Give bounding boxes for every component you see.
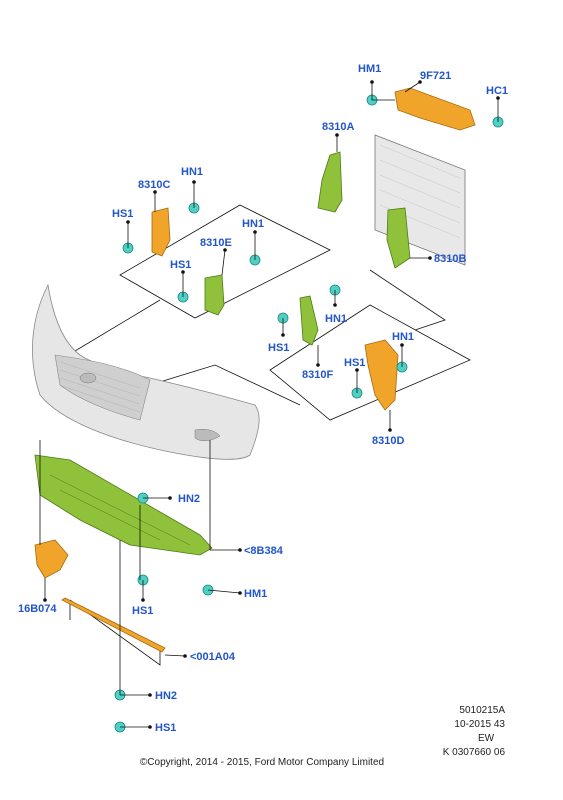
- meta-line2: 10-2015 43: [454, 719, 505, 730]
- label-001a04: <001A04: [190, 651, 236, 663]
- front-bumper-cover: [32, 283, 260, 460]
- part-16b074-shape: [34, 539, 69, 579]
- leader-lines: [39, 81, 499, 728]
- label-hn1-d: HN1: [392, 331, 414, 343]
- meta-line4: K 0307660 06: [443, 747, 506, 758]
- label-8b384: <8B384: [244, 545, 284, 557]
- part-8310a-shape: [317, 151, 343, 213]
- label-hs1-e: HS1: [170, 259, 191, 271]
- label-8310c: 8310C: [138, 179, 170, 191]
- lower-deflector-8b384: [34, 454, 213, 556]
- leader-dots: [43, 80, 500, 729]
- label-hn2-top: HN2: [178, 493, 200, 505]
- label-8310a: 8310A: [322, 121, 354, 133]
- label-hn1-f: HN1: [325, 313, 347, 325]
- label-8310f: 8310F: [302, 369, 333, 381]
- label-hs1-d: HS1: [344, 357, 365, 369]
- label-16b074: 16B074: [18, 603, 57, 615]
- part-8310c-shape: [151, 207, 171, 257]
- meta-line3: EW: [478, 733, 495, 744]
- drawing-meta: 5010215A 10-2015 43 EW K 0307660 06 ©Cop…: [140, 705, 506, 768]
- copyright-text: ©Copyright, 2014 - 2015, Ford Motor Comp…: [140, 757, 384, 768]
- label-hc1: HC1: [486, 85, 508, 97]
- label-8310b: 8310B: [434, 253, 466, 265]
- meta-line1: 5010215A: [459, 705, 505, 716]
- label-hn2-bot: HN2: [155, 690, 177, 702]
- label-8310d: 8310D: [372, 435, 404, 447]
- part-9f721-shape: [394, 87, 476, 131]
- label-hm1-bot: HM1: [244, 588, 267, 600]
- green-parts: [204, 151, 411, 346]
- label-hn1-c: HN1: [181, 166, 203, 178]
- part-8310e-shape: [204, 274, 225, 316]
- label-hs1-c: HS1: [112, 208, 133, 220]
- label-9f721: 9F721: [420, 70, 451, 82]
- label-hs1-f: HS1: [268, 342, 289, 354]
- part-001a04-shape: [61, 597, 166, 653]
- orange-parts: [34, 87, 476, 653]
- part-8310d-shape: [364, 339, 399, 411]
- label-hm1-top: HM1: [358, 63, 381, 75]
- label-8310e: 8310E: [200, 237, 232, 249]
- label-hn1-e: HN1: [242, 218, 264, 230]
- part-8310f-shape: [299, 295, 319, 346]
- label-hs1-bot: HS1: [155, 722, 176, 734]
- part-labels: HM1 9F721 HC1 8310A 8310C HN1 HS1 HN1 83…: [18, 63, 508, 734]
- label-hs1-mid: HS1: [132, 605, 153, 617]
- part-8310b-shape: [386, 207, 411, 269]
